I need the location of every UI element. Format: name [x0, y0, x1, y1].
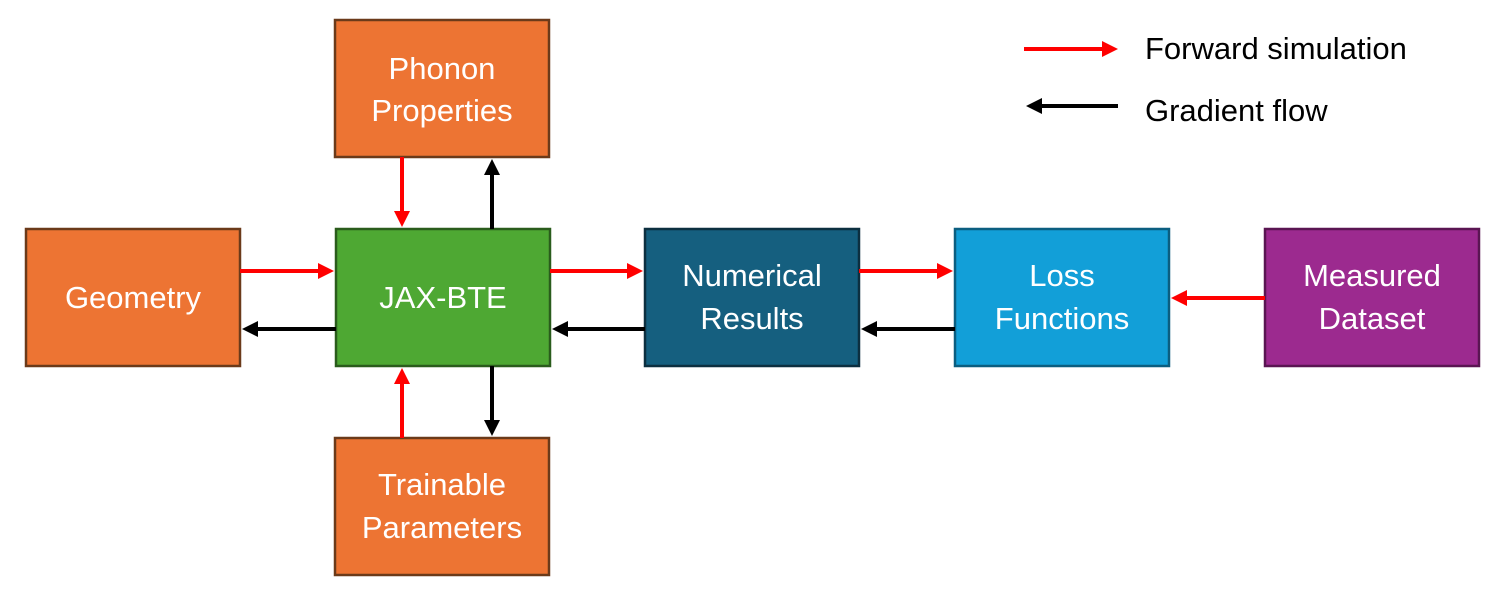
node-measured-dataset: Measured Dataset	[1263, 227, 1481, 368]
node-phonon-properties-box	[333, 18, 551, 159]
node-trainable-parameters: Trainable Parameters	[333, 436, 551, 577]
node-phonon-properties: Phonon Properties	[333, 18, 551, 159]
node-numerical-results-box	[643, 227, 861, 368]
node-measured-dataset-label-1: Measured	[1303, 258, 1441, 293]
node-measured-dataset-label-2: Dataset	[1319, 301, 1426, 336]
node-trainable-parameters-label-1: Trainable	[378, 467, 506, 502]
node-jax-bte-label: JAX-BTE	[379, 280, 506, 315]
legend: Forward simulation Gradient flow	[1024, 31, 1407, 128]
node-measured-dataset-box	[1263, 227, 1481, 368]
node-geometry: Geometry	[24, 227, 242, 368]
node-trainable-parameters-label-2: Parameters	[362, 510, 522, 545]
node-numerical-results-label-2: Results	[700, 301, 803, 336]
node-phonon-properties-label-1: Phonon	[389, 51, 496, 86]
node-numerical-results-label-1: Numerical	[682, 258, 822, 293]
node-loss-functions: Loss Functions	[953, 227, 1171, 368]
legend-gradient-label: Gradient flow	[1145, 93, 1328, 128]
node-phonon-properties-label-2: Properties	[371, 93, 512, 128]
node-numerical-results: Numerical Results	[643, 227, 861, 368]
node-geometry-box	[24, 227, 242, 368]
node-loss-functions-box	[953, 227, 1171, 368]
node-loss-functions-label-1: Loss	[1029, 258, 1094, 293]
node-loss-functions-label-2: Functions	[995, 301, 1129, 336]
legend-forward-label: Forward simulation	[1145, 31, 1407, 66]
node-trainable-parameters-box	[333, 436, 551, 577]
node-jax-bte-box	[334, 227, 552, 368]
node-geometry-label: Geometry	[65, 280, 202, 315]
node-jax-bte: JAX-BTE	[334, 227, 552, 368]
